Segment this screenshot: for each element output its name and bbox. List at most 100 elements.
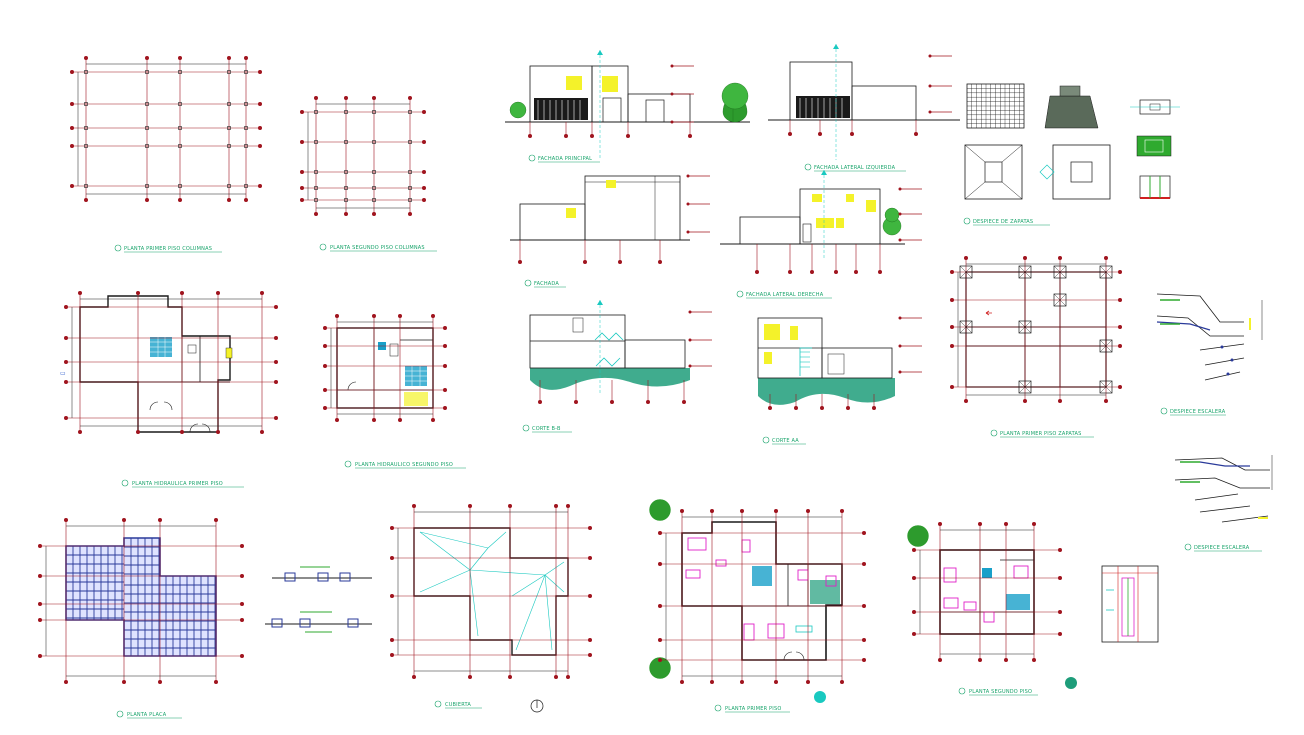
label-text: PLANTA PLACA xyxy=(127,712,167,718)
axis-bubble xyxy=(227,198,231,202)
footing-mark xyxy=(959,320,973,334)
axis-bubble xyxy=(178,198,182,202)
column-mark xyxy=(408,110,412,114)
axis-bubble xyxy=(214,680,218,684)
elev-axes-facade xyxy=(518,240,662,264)
axis-bubble xyxy=(964,399,968,403)
column-mark xyxy=(227,126,231,130)
footing-mark xyxy=(1099,380,1113,394)
column-mark xyxy=(244,184,248,188)
axis-bubble xyxy=(390,556,394,560)
axis-bubble xyxy=(344,212,348,216)
axis-bubble xyxy=(872,406,876,410)
level-marker xyxy=(686,230,690,234)
axis-bubble xyxy=(145,56,149,60)
axis-bubble xyxy=(1118,270,1122,274)
axis-bubble xyxy=(788,270,792,274)
axis-bubble xyxy=(38,574,42,578)
axis-bubble xyxy=(938,658,942,662)
label-text: PLANTA SEGUNDO PISO xyxy=(969,689,1032,695)
axis-bubble xyxy=(390,638,394,642)
axis-bubble xyxy=(64,416,68,420)
axis-bubble xyxy=(344,96,348,100)
column-mark xyxy=(178,102,182,106)
label-columns-second-floor: PLANTA SEGUNDO PISO COLUMNAS xyxy=(319,243,437,252)
axis-bubble xyxy=(443,364,447,368)
column-mark xyxy=(145,102,149,106)
label-text: CORTE AA xyxy=(772,438,799,444)
axis-bubble xyxy=(740,680,744,684)
label-text: FACHADA LATERAL DERECHA xyxy=(746,292,824,298)
column-mark xyxy=(244,102,248,106)
axes-second-floor-plan xyxy=(912,522,1062,662)
first-floor-plan xyxy=(648,498,843,703)
axis-bubble xyxy=(590,134,594,138)
column-mark xyxy=(314,186,318,190)
axis-bubble xyxy=(84,56,88,60)
axis-bubble xyxy=(806,680,810,684)
label-roof: CUBIERTA xyxy=(434,700,482,709)
label-text: PLANTA SEGUNDO PISO COLUMNAS xyxy=(330,245,425,251)
axis-bubble xyxy=(912,632,916,636)
axis-bubble xyxy=(335,314,339,318)
axis-bubble xyxy=(70,70,74,74)
level-marker xyxy=(898,316,902,320)
axis-bubble xyxy=(978,658,982,662)
column-mark xyxy=(372,198,376,202)
axis-bubble xyxy=(38,602,42,606)
axis-bubble xyxy=(566,675,570,679)
axis-bubble xyxy=(372,418,376,422)
axis-bubble xyxy=(588,594,592,598)
axis-bubble xyxy=(1004,522,1008,526)
axis-bubble xyxy=(964,256,968,260)
axis-bubble xyxy=(588,526,592,530)
axis-bubble xyxy=(323,388,327,392)
axis-bubble xyxy=(258,144,262,148)
axis-bubble xyxy=(768,406,772,410)
axis-bubble xyxy=(38,618,42,622)
axis-bubble xyxy=(431,418,435,422)
axis-bubble xyxy=(70,144,74,148)
axis-bubble xyxy=(274,305,278,309)
axis-bubble xyxy=(422,110,426,114)
axis-bubble xyxy=(372,96,376,100)
axis-bubble xyxy=(658,658,662,662)
column-mark xyxy=(408,186,412,190)
axis-bubble xyxy=(862,604,866,608)
levels-left-facade xyxy=(928,54,952,114)
axis-bubble xyxy=(914,132,918,136)
axes-hydraulic-first-floor xyxy=(64,291,278,434)
axis-bubble xyxy=(862,658,866,662)
footing-mark xyxy=(1053,293,1067,307)
axes-footings-first-floor xyxy=(950,256,1122,403)
column-mark xyxy=(314,198,318,202)
axes-slab-plan xyxy=(38,518,244,684)
axis-bubble xyxy=(443,388,447,392)
label-text: DESPIECE ESCALERA xyxy=(1170,409,1226,415)
axis-bubble xyxy=(64,336,68,340)
elev-axes-left-facade xyxy=(788,120,918,136)
axis-bubble xyxy=(1118,325,1122,329)
axis-bubble xyxy=(806,509,810,513)
column-mark xyxy=(408,198,412,202)
axis-bubble xyxy=(300,140,304,144)
label-first-floor-plan: PLANTA PRIMER PISO xyxy=(714,704,790,713)
column-mark xyxy=(84,126,88,130)
column-mark xyxy=(145,144,149,148)
axis-bubble xyxy=(528,134,532,138)
level-marker xyxy=(898,212,902,216)
axis-bubble xyxy=(774,509,778,513)
column-mark xyxy=(227,70,231,74)
column-mark xyxy=(244,144,248,148)
level-marker xyxy=(686,202,690,206)
axes-hydraulic-second-floor xyxy=(323,314,447,422)
axis-bubble xyxy=(588,638,592,642)
axis-bubble xyxy=(854,270,858,274)
column-mark xyxy=(244,70,248,74)
column-mark xyxy=(84,70,88,74)
axis-bubble xyxy=(64,518,68,522)
level-marker xyxy=(898,238,902,242)
axis-bubble xyxy=(64,380,68,384)
facade-elevation xyxy=(510,175,690,241)
axis-bubble xyxy=(323,406,327,410)
